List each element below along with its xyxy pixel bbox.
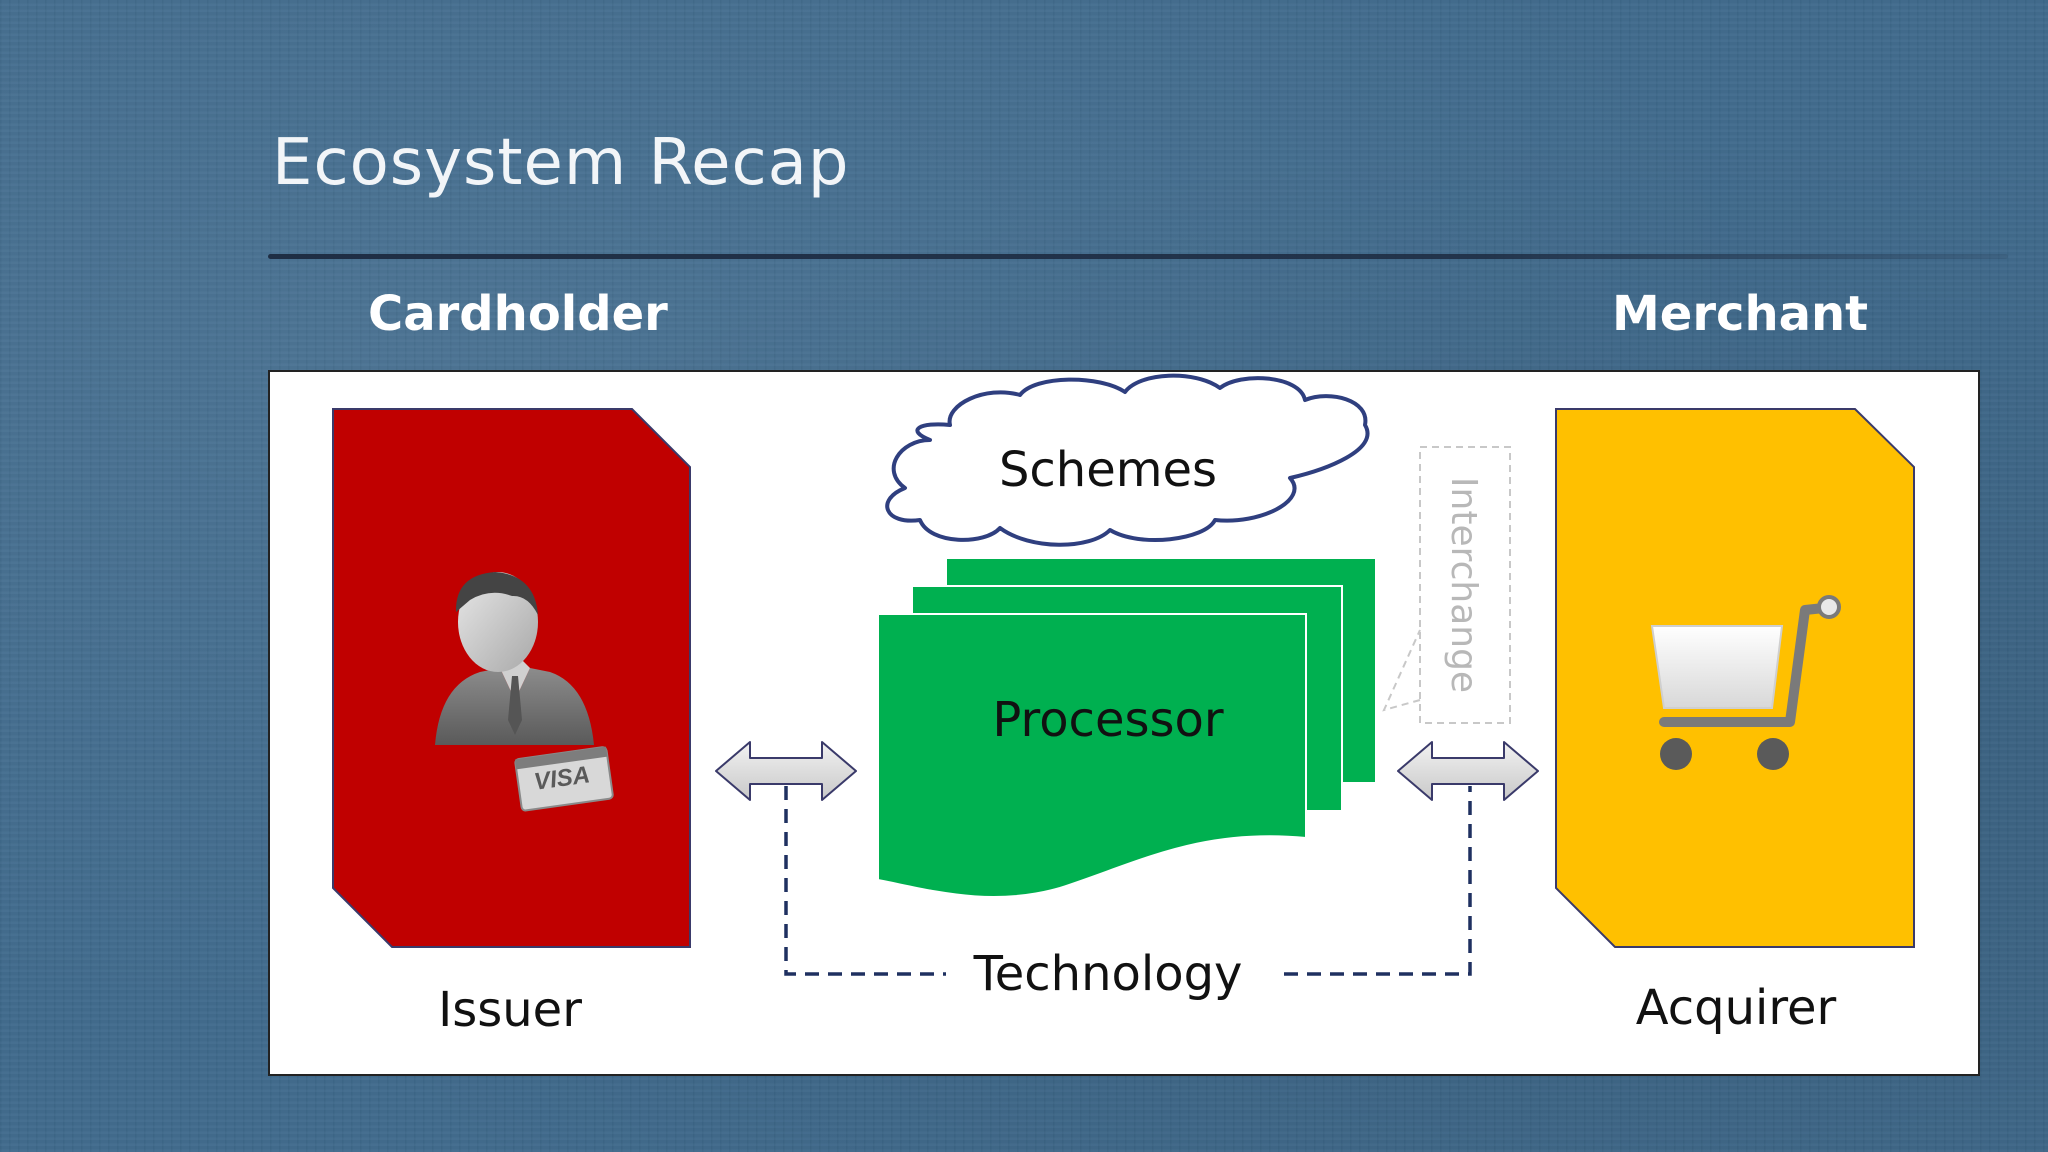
schemes-cloud bbox=[885, 373, 1370, 547]
interchange-callout bbox=[1382, 446, 1511, 724]
title-divider bbox=[268, 254, 2008, 259]
interchange-label: Interchange bbox=[1443, 477, 1484, 693]
technology-label: Technology bbox=[973, 946, 1243, 1002]
acquirer-label: Acquirer bbox=[1636, 980, 1837, 1036]
issuer-label: Issuer bbox=[438, 982, 582, 1038]
processor-acquirer-double-arrow-icon bbox=[1397, 741, 1539, 801]
processor-label: Processor bbox=[992, 692, 1223, 748]
page-title: Ecosystem Recap bbox=[272, 126, 850, 200]
merchant-header: Merchant bbox=[1612, 286, 1869, 342]
issuer-processor-double-arrow-icon bbox=[715, 741, 857, 801]
cardholder-header: Cardholder bbox=[368, 286, 668, 342]
processor-stack bbox=[877, 557, 1377, 898]
person-with-card-icon bbox=[435, 572, 614, 812]
shopping-cart-icon bbox=[1650, 595, 1841, 770]
schemes-label: Schemes bbox=[999, 442, 1217, 498]
technology-connector bbox=[784, 786, 1472, 976]
